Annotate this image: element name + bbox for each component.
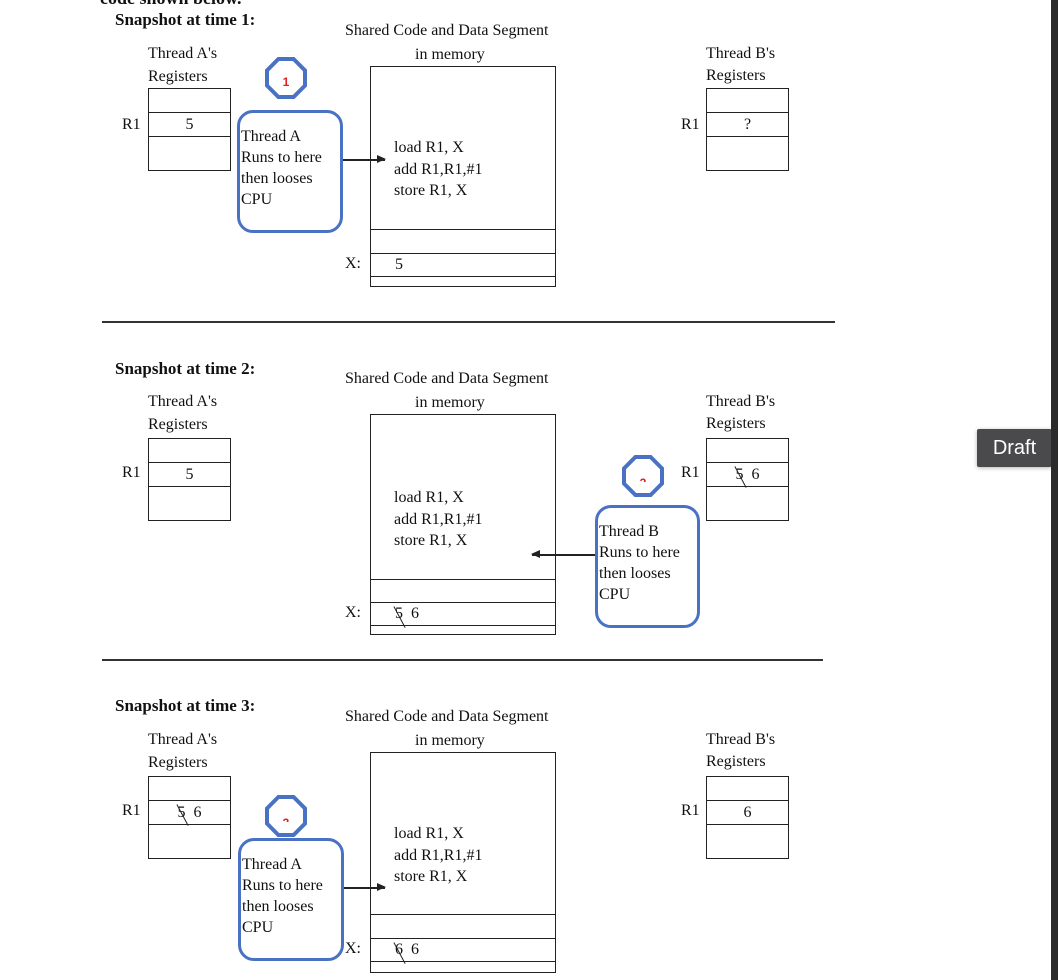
thread-a-label: Registers xyxy=(148,754,208,771)
step-3-icon: 3 xyxy=(265,795,307,837)
arrow-left-icon xyxy=(531,551,595,557)
r1-value: 5 xyxy=(149,113,230,137)
divider xyxy=(102,321,835,323)
snapshot-title: Snapshot at time 3: xyxy=(115,696,256,715)
x-value: 5 xyxy=(395,256,403,273)
thread-b-label: Thread B's xyxy=(706,393,776,410)
thread-b-registers: ? xyxy=(706,88,789,171)
r1-label: R1 xyxy=(122,802,141,819)
snapshot-2: Snapshot at time 2: Thread A's Registers… xyxy=(0,348,1058,688)
r1-label: R1 xyxy=(122,116,141,133)
shared-segment-label: in memory xyxy=(415,732,485,749)
thread-b-label: Registers xyxy=(706,67,766,84)
thread-a-label: Thread A's xyxy=(148,393,218,410)
snapshot-1: Snapshot at time 1: Thread A's Registers… xyxy=(0,0,1058,340)
r1-label: R1 xyxy=(681,802,700,819)
thread-b-registers: 6 xyxy=(706,776,789,859)
snapshot-title: Snapshot at time 2: xyxy=(115,359,256,378)
r1-value: 5 xyxy=(149,463,230,487)
thread-a-label: Registers xyxy=(148,68,208,85)
thread-b-label: Registers xyxy=(706,753,766,770)
x-label: X: xyxy=(345,604,361,621)
r1-value: 6 xyxy=(707,801,788,825)
thread-b-label: Registers xyxy=(706,415,766,432)
thread-a-label: Registers xyxy=(148,416,208,433)
x-value: 5 6 xyxy=(395,603,419,625)
step-2-icon: 2 xyxy=(622,455,664,497)
r1-label: R1 xyxy=(122,464,141,481)
x-label: X: xyxy=(345,940,361,957)
shared-segment-label: Shared Code and Data Segment xyxy=(345,370,549,387)
thread-a-label: Thread A's xyxy=(148,45,218,62)
shared-segment-label: Shared Code and Data Segment xyxy=(345,22,549,39)
arrow-right-icon xyxy=(344,884,386,890)
arrow-right-icon xyxy=(343,156,386,162)
r1-label: R1 xyxy=(681,116,700,133)
thread-b-registers: 5 6 xyxy=(706,438,789,521)
thread-a-registers: 5 xyxy=(148,438,231,521)
snapshot-3: Snapshot at time 3: Thread A's Registers… xyxy=(0,686,1058,980)
thread-a-registers: 5 xyxy=(148,88,231,171)
snapshot-title: Snapshot at time 1: xyxy=(115,10,256,29)
step-1-icon: 1 xyxy=(265,57,307,99)
draft-badge: Draft xyxy=(977,429,1052,467)
thread-a-registers: 5 6 xyxy=(148,776,231,859)
divider xyxy=(102,659,823,661)
x-label: X: xyxy=(345,255,361,272)
thread-a-label: Thread A's xyxy=(148,731,218,748)
intro-text-fragment: code shown below. xyxy=(100,0,242,9)
thread-b-label: Thread B's xyxy=(706,45,776,62)
shared-segment-label: in memory xyxy=(415,46,485,63)
r1-value: ? xyxy=(707,113,788,137)
shared-segment-label: in memory xyxy=(415,394,485,411)
x-value: 6 6 xyxy=(395,939,419,961)
r1-value: 5 6 xyxy=(707,463,788,487)
thread-b-label: Thread B's xyxy=(706,731,776,748)
r1-label: R1 xyxy=(681,464,700,481)
window-edge xyxy=(1051,0,1058,980)
shared-segment-label: Shared Code and Data Segment xyxy=(345,708,549,725)
r1-value: 5 6 xyxy=(149,801,230,825)
